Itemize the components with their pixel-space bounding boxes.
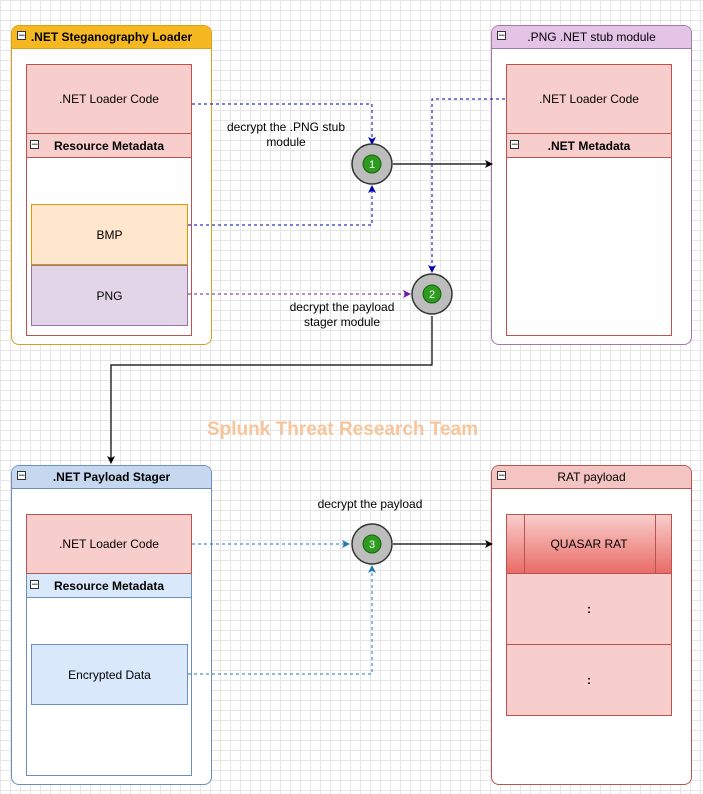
loader-code-box[interactable]: .NET Loader Code xyxy=(506,64,672,134)
collapse-icon[interactable]: − xyxy=(17,471,26,481)
watermark-text: Splunk Threat Research Team xyxy=(207,419,479,440)
step-2-label-line2: stager module xyxy=(303,315,381,329)
step-3-number: 3 xyxy=(369,539,375,551)
rat-payload-container[interactable]: RAT payload − QUASAR RAT : : xyxy=(491,465,692,785)
rat-row-3-label: : xyxy=(587,673,591,687)
resource-metadata-header[interactable]: Resource Metadata xyxy=(26,574,192,598)
collapse-icon[interactable]: − xyxy=(510,140,519,150)
payload-stager-container[interactable]: .NET Payload Stager − .NET Loader Code R… xyxy=(11,465,212,785)
arrow-bmp-to-step1 xyxy=(188,185,376,226)
quasar-divider-left xyxy=(524,515,525,573)
encrypted-data-label: Encrypted Data xyxy=(68,667,151,682)
stego-loader-container[interactable]: .NET Steganography Loader − .NET Loader … xyxy=(11,25,212,345)
loader-code-box[interactable]: .NET Loader Code xyxy=(26,514,192,574)
step-1-number: 1 xyxy=(369,159,375,171)
resource-metadata-title: Resource Metadata xyxy=(53,578,165,593)
rat-row-2[interactable]: : xyxy=(506,574,672,645)
png-stub-container[interactable]: .PNG .NET stub module − .NET Loader Code… xyxy=(491,25,692,345)
arrow-stub-to-step2 xyxy=(428,98,505,273)
resource-metadata-title: Resource Metadata xyxy=(53,138,165,153)
rat-payload-title: RAT payload xyxy=(557,470,626,484)
bmp-box[interactable]: BMP xyxy=(31,204,188,265)
rat-row-2-label: : xyxy=(587,602,591,616)
step-2-node[interactable]: 2 xyxy=(411,273,453,315)
payload-stager-title: .NET Payload Stager xyxy=(52,470,171,484)
collapse-icon[interactable]: − xyxy=(497,471,506,481)
step-1-label-line2: module xyxy=(266,135,306,149)
step-1-label-line1: decrypt the .PNG stub xyxy=(226,120,346,134)
collapse-icon[interactable]: − xyxy=(17,31,26,41)
collapse-icon[interactable]: − xyxy=(30,140,39,150)
step-3-node[interactable]: 3 xyxy=(351,523,393,565)
quasar-rat-label: QUASAR RAT xyxy=(550,537,628,551)
png-label: PNG xyxy=(96,288,123,303)
step-3-label-line1: decrypt the payload xyxy=(317,497,423,511)
encrypted-data-box[interactable]: Encrypted Data xyxy=(31,644,188,705)
bmp-label: BMP xyxy=(96,227,123,242)
collapse-icon[interactable]: − xyxy=(30,580,39,590)
png-box[interactable]: PNG xyxy=(31,265,188,326)
loader-code-label: .NET Loader Code xyxy=(59,92,159,106)
quasar-rat-box[interactable]: QUASAR RAT xyxy=(506,514,672,574)
step-1-node[interactable]: 1 xyxy=(351,143,393,185)
step-2-number: 2 xyxy=(429,289,435,301)
stego-loader-header[interactable]: .NET Steganography Loader xyxy=(12,26,211,49)
step-2-label-line1: decrypt the payload xyxy=(289,300,395,314)
loader-code-label: .NET Loader Code xyxy=(539,92,639,106)
png-stub-header[interactable]: .PNG .NET stub module xyxy=(492,26,691,49)
step-2-label: decrypt the payload stager module xyxy=(268,300,416,330)
arrow-encrypted-to-step3 xyxy=(188,565,376,675)
png-stub-title: .PNG .NET stub module xyxy=(527,30,656,44)
net-metadata-title: .NET Metadata xyxy=(547,138,631,153)
net-metadata-header[interactable]: .NET Metadata xyxy=(506,134,672,158)
resource-metadata-header[interactable]: Resource Metadata xyxy=(26,134,192,158)
rat-row-3[interactable]: : xyxy=(506,645,672,716)
step-1-label: decrypt the .PNG stub module xyxy=(212,120,360,150)
stego-loader-title: .NET Steganography Loader xyxy=(30,30,193,44)
step-3-label: decrypt the payload xyxy=(296,497,444,512)
loader-code-label: .NET Loader Code xyxy=(59,537,159,551)
arrow-step2-to-stager xyxy=(107,316,433,464)
loader-code-box[interactable]: .NET Loader Code xyxy=(26,64,192,134)
arrow-loader-to-step1 xyxy=(192,103,376,145)
quasar-divider-right xyxy=(655,515,656,573)
payload-stager-header[interactable]: .NET Payload Stager xyxy=(12,466,211,489)
rat-payload-header[interactable]: RAT payload xyxy=(492,466,691,489)
collapse-icon[interactable]: − xyxy=(497,31,506,41)
